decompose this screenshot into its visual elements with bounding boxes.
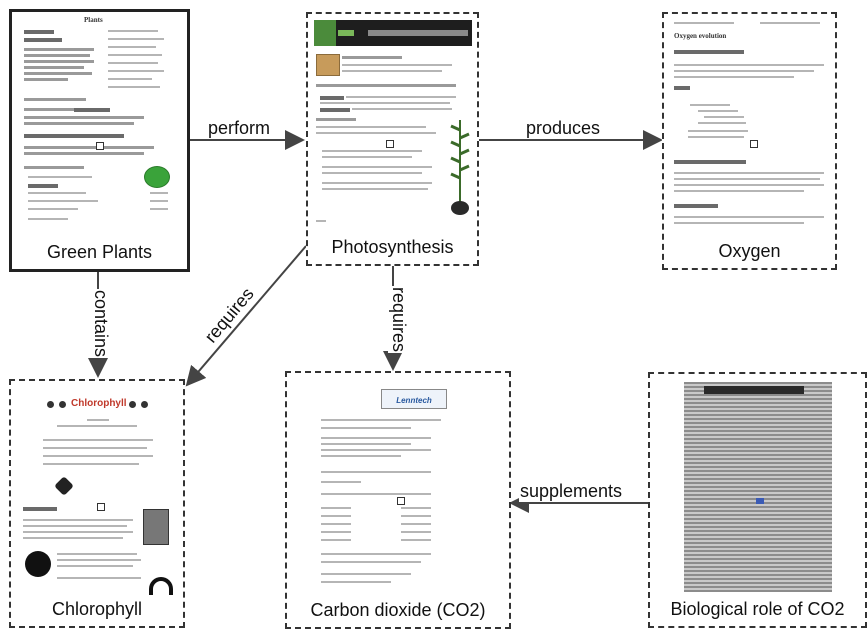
photosynthesis-header-bar: [314, 20, 472, 46]
edge-requires-left: [185, 245, 307, 387]
biological-role-thumbnail: [684, 382, 832, 592]
oxygen-thumbnail: Oxygen evolution: [670, 20, 832, 232]
node-carbon-dioxide[interactable]: Lenntech Carbon dioxide (CO2): [285, 371, 511, 629]
portrait-image: [143, 509, 169, 545]
oxygen-page-title: Oxygen evolution: [674, 32, 727, 40]
node-green-plants[interactable]: Plants Green Pl: [9, 9, 190, 272]
node-oxygen[interactable]: Oxygen evolution Oxygen: [662, 12, 837, 270]
edge-label-contains: contains: [90, 288, 112, 359]
chlorophyll-thumbnail: Chlorophyll: [17, 387, 179, 595]
plant-illustration-icon: [450, 120, 470, 215]
leaf-icon: [54, 476, 74, 496]
oxygen-label: Oxygen: [718, 241, 781, 261]
green-plants-page-title: Plants: [84, 16, 103, 24]
node-photosynthesis[interactable]: Photosynthesis: [306, 12, 479, 266]
lenntech-logo: Lenntech: [381, 389, 447, 409]
chlorophyll-label: Chlorophyll: [51, 599, 143, 619]
flask-icon: [25, 551, 51, 577]
plant-icon: [144, 166, 170, 188]
carbon-dioxide-label: Carbon dioxide (CO2): [310, 600, 486, 620]
molecule-icon: [149, 577, 173, 595]
edge-label-produces: produces: [525, 118, 602, 139]
edge-label-supplements: supplements: [519, 481, 624, 502]
chlorophyll-page-title: Chlorophyll: [71, 398, 127, 409]
edge-label-perform: perform: [207, 118, 272, 139]
carbon-dioxide-thumbnail: Lenntech: [317, 381, 477, 591]
biological-role-label: Biological role of CO2: [670, 599, 845, 619]
node-chlorophyll[interactable]: Chlorophyll Chlorophyll: [9, 379, 185, 628]
photosynthesis-thumbnail: [314, 20, 474, 226]
green-plants-thumbnail: Plants: [18, 16, 181, 226]
node-biological-role[interactable]: Biological role of CO2: [648, 372, 867, 628]
green-plants-label: Green Plants: [46, 242, 153, 262]
leaf-photo-icon: [316, 54, 340, 76]
edge-label-requires-down: requires: [388, 285, 410, 354]
photosynthesis-label: Photosynthesis: [331, 237, 454, 257]
biological-role-header: [704, 386, 804, 394]
